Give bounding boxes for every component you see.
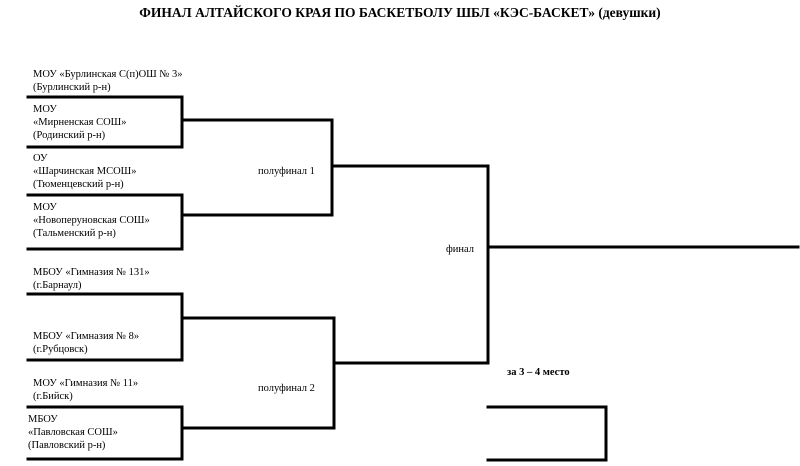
r1-match1-line: [26, 95, 184, 149]
team-5: МБОУ «Гимназия № 131»(г.Барнаул): [33, 267, 150, 291]
team-2: МОУ«Мирненская СОШ»(Родинский р-н): [33, 104, 127, 141]
bracket-title: ФИНАЛ АЛТАЙСКОГО КРАЯ ПО БАСКЕТБОЛУ ШБЛ …: [139, 5, 661, 20]
team-7: МОУ «Гимназия № 11»(г.Бийск): [33, 378, 139, 402]
final-label: финал: [446, 244, 475, 255]
team-8: МБОУ«Павловская СОШ»(Павловский р-н): [28, 414, 118, 451]
team-4: МОУ«Новоперуновская СОШ»(Тальменский р-н…: [33, 202, 150, 239]
third-place-label: за 3 – 4 место: [507, 367, 570, 378]
team-3: ОУ«Шарчинская МСОШ»(Тюменцевский р-н): [33, 153, 137, 190]
r1-match2-line: [26, 193, 184, 251]
semifinal2-label: полуфинал 2: [258, 383, 315, 394]
r1-match4-line: [26, 405, 184, 461]
third-place-bracket: [486, 405, 608, 462]
r1-match3-line: [26, 292, 184, 362]
team-1: МОУ «Бурлинская С(п)ОШ № 3»(Бурлинский р…: [33, 69, 183, 93]
team-6: МБОУ «Гимназия № 8»(г.Рубцовск): [33, 331, 140, 355]
semifinal1-label: полуфинал 1: [258, 166, 315, 177]
